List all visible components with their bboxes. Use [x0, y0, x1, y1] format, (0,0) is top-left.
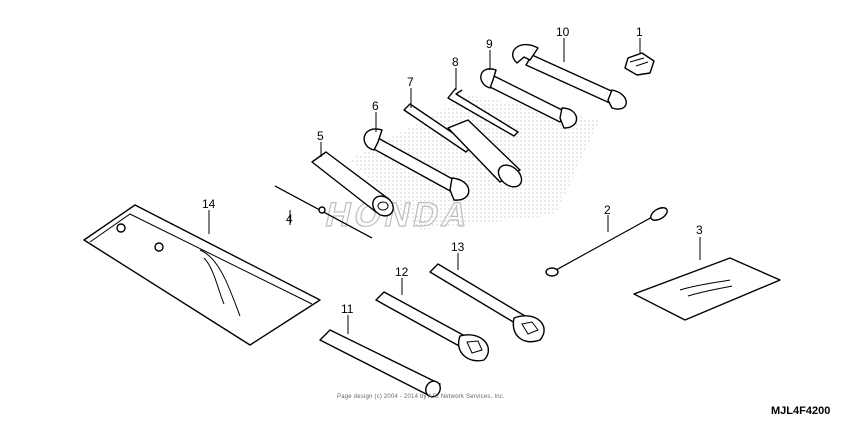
- part-4-screwdriver-bit[interactable]: [274, 185, 373, 239]
- part-7-plug-wrench[interactable]: [403, 88, 526, 191]
- callout-5: 5: [317, 129, 324, 143]
- dotted-background-plate: [350, 95, 600, 230]
- part-6-open-wrench[interactable]: [363, 112, 470, 201]
- callout-12: 12: [395, 265, 409, 279]
- part-1-clip[interactable]: [624, 52, 655, 76]
- part-8-hex-key[interactable]: [447, 68, 519, 137]
- diagram-code: MJL4F4200: [771, 405, 831, 417]
- callout-4: 4: [286, 212, 293, 226]
- callout-2: 2: [604, 203, 611, 217]
- callout-3: 3: [696, 223, 703, 237]
- part-13-box-wrench[interactable]: [429, 253, 545, 343]
- callout-8: 8: [452, 55, 459, 69]
- callout-13: 13: [451, 240, 465, 254]
- part-11-extension-handle[interactable]: [319, 315, 443, 399]
- honda-watermark: HONDA: [322, 196, 475, 234]
- callout-14: 14: [202, 197, 216, 211]
- callout-7: 7: [407, 75, 414, 89]
- callout-10: 10: [556, 25, 570, 39]
- callout-11: 11: [341, 302, 354, 316]
- part-3-manual[interactable]: [633, 237, 781, 321]
- part-12-box-wrench[interactable]: [375, 278, 490, 362]
- part-10-open-wrench[interactable]: [512, 38, 627, 110]
- callout-6: 6: [372, 99, 379, 113]
- part-9-open-wrench[interactable]: [480, 50, 578, 129]
- part-5-screwdriver-handle[interactable]: [311, 142, 397, 220]
- callout-9: 9: [486, 37, 493, 51]
- copyright-notice: Page design (c) 2004 - 2014 by ARI Netwo…: [337, 394, 505, 400]
- part-14-tool-bag[interactable]: [83, 204, 321, 346]
- callout-1: 1: [636, 25, 643, 39]
- part-2-strap[interactable]: [545, 205, 669, 277]
